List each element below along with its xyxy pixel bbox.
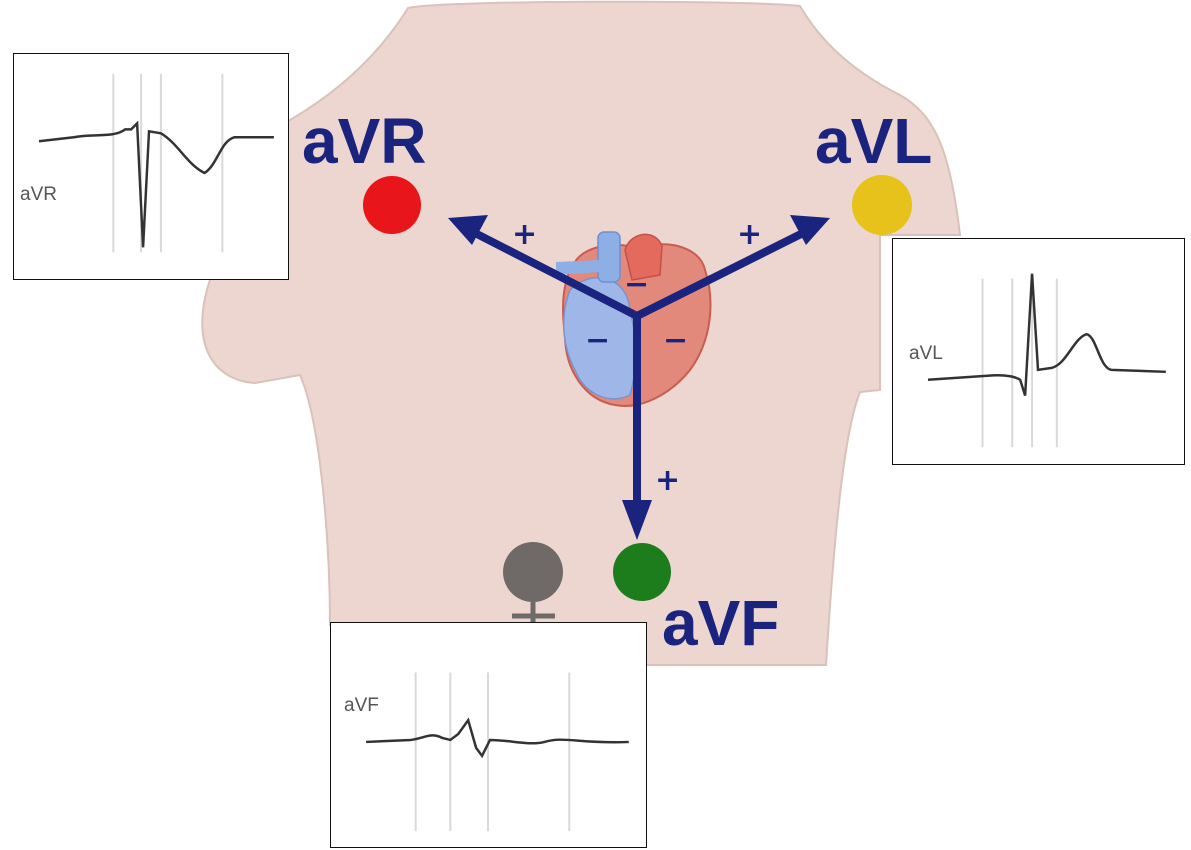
avf-ecg-inset: aVF bbox=[330, 622, 647, 848]
left-negative-sign: − bbox=[585, 323, 610, 358]
avl-ecg-inset: aVL bbox=[892, 238, 1185, 465]
avl-lead-label: aVL bbox=[815, 105, 932, 177]
avr-positive-sign: + bbox=[512, 217, 537, 252]
avf-ecg-label: aVF bbox=[344, 695, 379, 717]
top-negative-sign: − bbox=[624, 267, 649, 302]
avl-positive-sign: + bbox=[737, 217, 762, 252]
avr-lead-label: aVR bbox=[302, 105, 427, 177]
avl-ecg-label: aVL bbox=[909, 343, 943, 365]
avf-lead-label: aVF bbox=[662, 587, 779, 659]
avr-electrode bbox=[363, 176, 421, 234]
avl-electrode bbox=[852, 175, 912, 235]
avr-ecg-inset: aVR bbox=[13, 53, 289, 280]
avr-ecg-label: aVR bbox=[20, 184, 57, 206]
avr-ecg-trace bbox=[14, 54, 288, 279]
avf-positive-sign: + bbox=[655, 463, 680, 498]
avf-ecg-trace bbox=[331, 623, 646, 847]
right-negative-sign: − bbox=[663, 323, 688, 358]
